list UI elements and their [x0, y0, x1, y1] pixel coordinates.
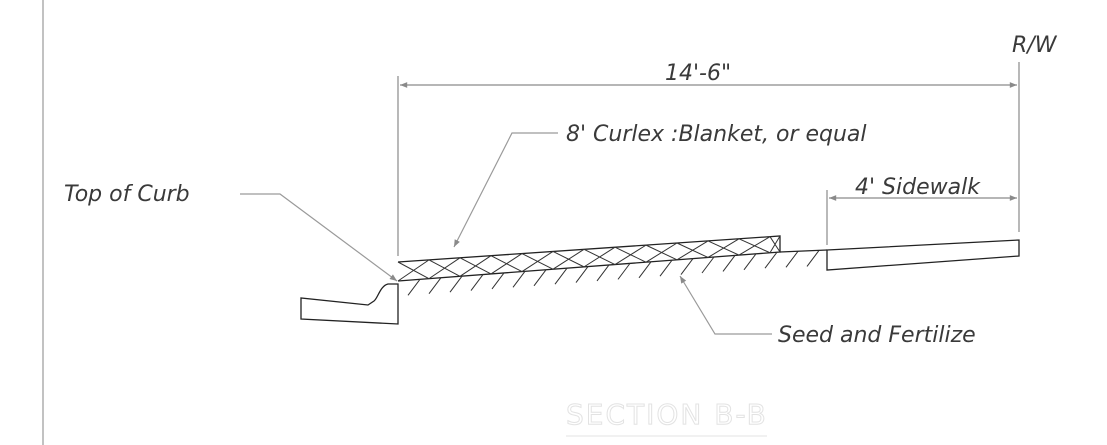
sidewalk-dimension: [826, 190, 1017, 245]
section-title: SECTION B-B: [566, 398, 768, 431]
sidewalk-dimension-label: 4' Sidewalk: [855, 175, 981, 200]
top-of-curb-leader: [240, 193, 398, 282]
sidewalk-slab: [826, 239, 1020, 271]
blanket-note: 8' Curlex :Blanket, or equal: [566, 122, 867, 147]
ground-hatch: [407, 250, 820, 296]
top-of-curb-note: Top of Curb: [64, 182, 190, 207]
right-of-way-label: R/W: [1012, 33, 1058, 58]
blanket-leader: [453, 132, 558, 248]
curlex-blanket: [397, 235, 781, 282]
ground-line: [779, 249, 828, 253]
seed-leader: [679, 275, 772, 335]
width-dimension-label: 14'-6": [665, 61, 731, 86]
width-dimension: [397, 62, 1020, 256]
seed-note: Seed and Fertilize: [778, 323, 976, 348]
curb-profile: [300, 283, 399, 325]
